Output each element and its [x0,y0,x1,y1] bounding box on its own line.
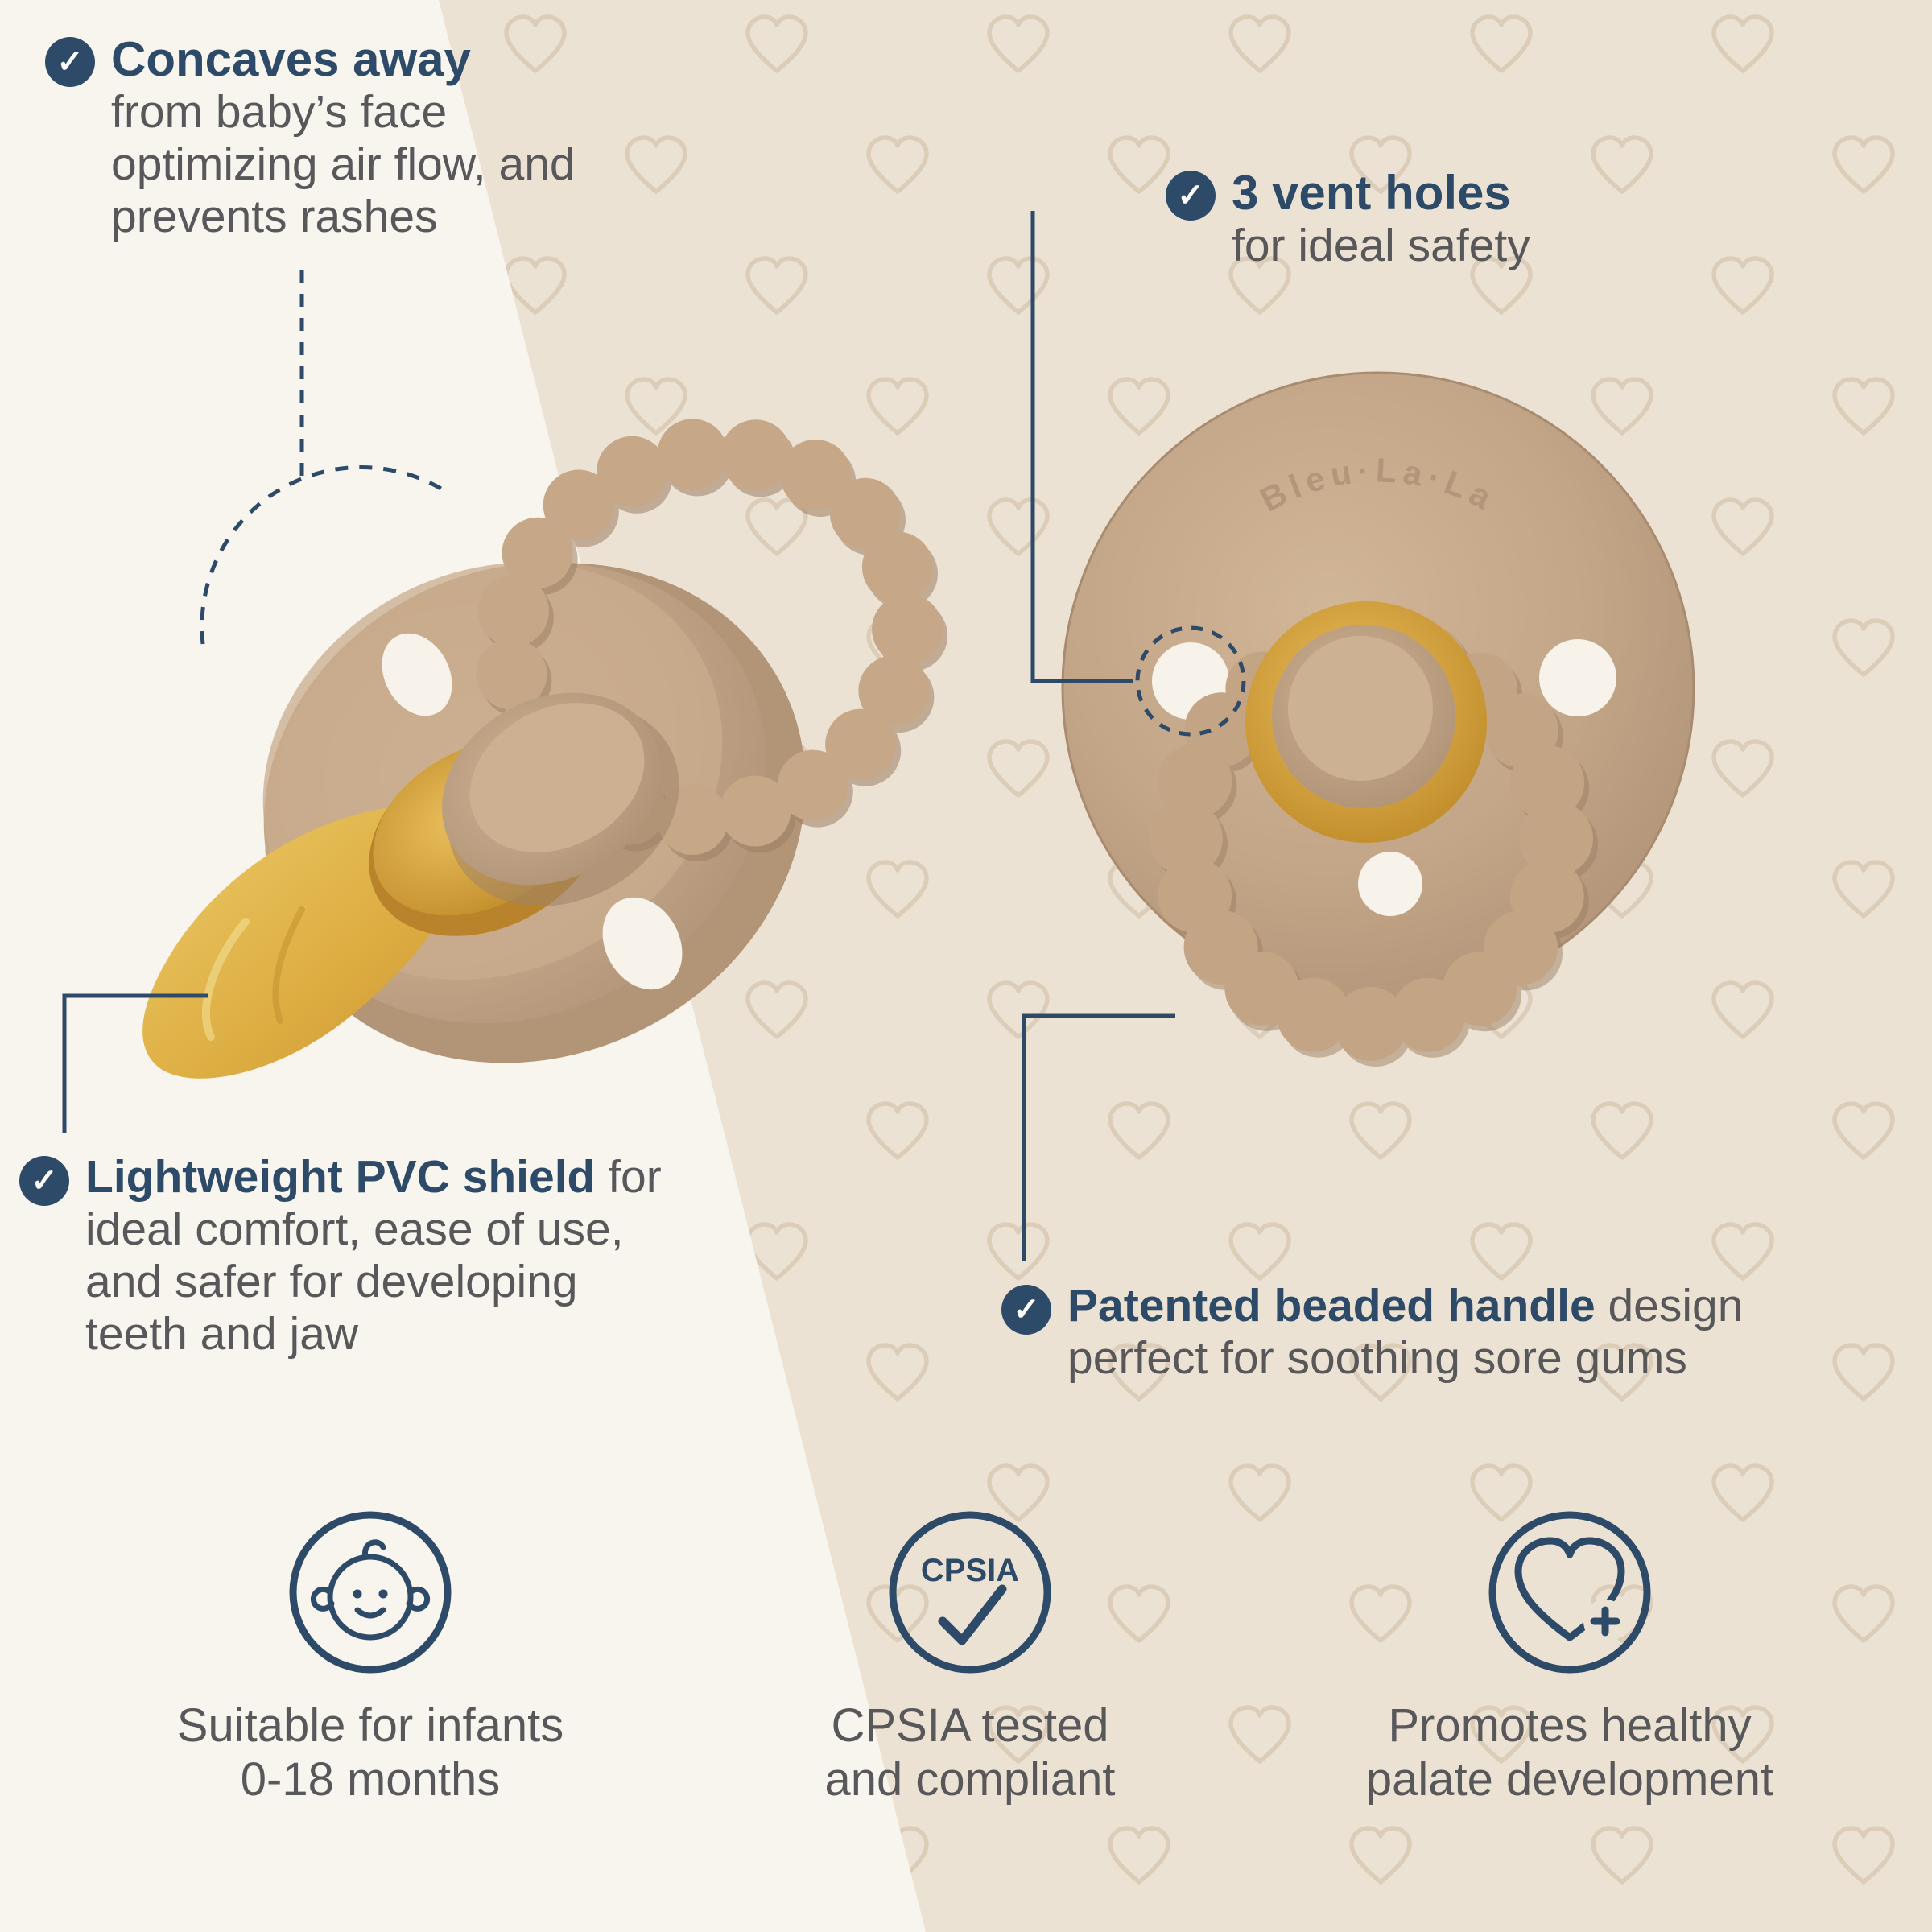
feature-text-line: and safer for developing [85,1255,578,1307]
feature-vent-holes: ✓ 3 vent holes for ideal safety [1166,166,1530,272]
feature-concaves: ✓ Concaves away from baby’s face optimiz… [45,32,576,243]
checkmark-icon: ✓ [1001,1285,1051,1335]
feature-title-line: Patented beaded handle design [1067,1280,1744,1331]
callout-vent-holes-line [1030,211,1133,683]
callout-lines [62,211,1246,1261]
feature-text-line: teeth and jaw [85,1307,359,1360]
badge-cpsia: CPSIA CPSIA tested and compliant [720,1507,1220,1807]
checkmark-icon: ✓ [45,37,95,87]
badge-palate: Promotes healthy palate development [1320,1507,1819,1807]
front-vent-hole-bottom [1358,852,1422,916]
vent-hole-highlight-circle [1135,625,1246,737]
side-center-button [442,692,679,906]
front-center-button-face [1288,636,1433,781]
side-vent-hole [602,897,683,990]
feature-text-line: prevents rashes [111,191,438,243]
feature-beaded-handle: ✓ Patented beaded handle design perfect … [1001,1280,1743,1385]
cpsia-check-icon: CPSIA [889,1511,1051,1674]
badge-caption: CPSIA tested and compliant [824,1699,1116,1806]
heart-plus-icon [1488,1511,1651,1674]
badge-caption: Suitable for infants 0-18 months [176,1699,564,1806]
feature-title-line: Lightweight PVC shield for [85,1151,662,1203]
callout-concaves-dashed-arc [200,464,449,645]
feature-text-line: optimizing air flow, and [111,138,576,191]
pacifier-side-view [142,416,948,1079]
checkmark-icon: ✓ [19,1156,69,1206]
svg-text:CPSIA: CPSIA [921,1553,1019,1588]
callout-shield-line [62,993,208,1133]
feature-title: 3 vent holes [1232,166,1511,220]
front-vent-hole-right [1539,639,1616,716]
badge-infants: Suitable for infants 0-18 months [121,1507,620,1807]
feature-text-line: ideal comfort, ease of use, [85,1203,624,1255]
feature-text-line: for ideal safety [1232,220,1530,272]
feature-title: Concaves away [111,32,471,86]
pacifier-front-view: Bleu·La·La [1061,371,1695,1067]
side-vent-hole [382,633,452,716]
callout-handle-line [1022,1013,1175,1261]
checkmark-icon: ✓ [1166,171,1216,221]
baby-face-icon [289,1511,452,1674]
feature-pvc-shield: ✓ Lightweight PVC shield for ideal comfo… [19,1151,662,1360]
badge-caption: Promotes healthy palate development [1365,1699,1774,1806]
feature-text-line: from baby’s face [111,86,448,138]
feature-text-line: perfect for soothing sore gums [1067,1331,1687,1384]
